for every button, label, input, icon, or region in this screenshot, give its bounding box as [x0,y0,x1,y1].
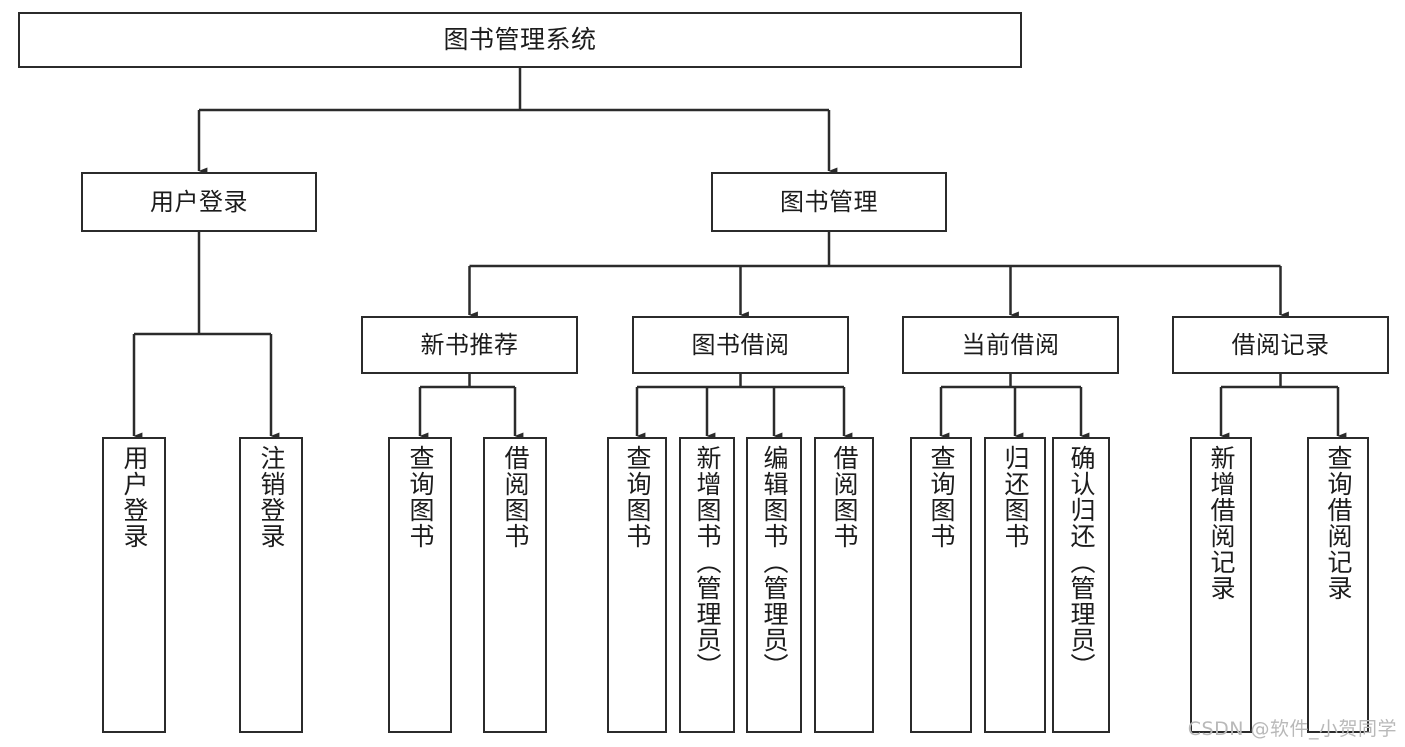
node-label: 图书管理 [780,187,878,216]
node-leaf12[interactable]: 新增借阅记录 [1190,437,1252,733]
node-label: 用户登录 [150,187,248,216]
node-leaf9[interactable]: 查询图书 [910,437,972,733]
node-leaf10[interactable]: 归还图书 [984,437,1046,733]
node-label: 查询图书 [927,445,956,549]
node-l2a[interactable]: 用户登录 [81,172,317,232]
node-leaf2[interactable]: 注销登录 [239,437,303,733]
node-label: 查询图书 [623,445,652,549]
node-label: 归还图书 [1001,445,1030,549]
node-label: 当前借阅 [961,330,1060,359]
node-leaf7[interactable]: 编辑图书（管理员） [746,437,802,733]
watermark-text: CSDN @软件_小贺同学 [1187,718,1397,740]
node-leaf11[interactable]: 确认归还（管理员） [1052,437,1110,733]
node-l2b[interactable]: 图书管理 [711,172,947,232]
node-label: 图书借阅 [691,330,790,359]
node-leaf13[interactable]: 查询借阅记录 [1307,437,1369,733]
node-label: 新书推荐 [420,330,519,359]
node-label: 用户登录 [120,445,149,549]
node-label: 借阅图书 [501,445,530,549]
node-l3d[interactable]: 借阅记录 [1172,316,1389,374]
node-label: 借阅记录 [1231,330,1330,359]
node-leaf3[interactable]: 查询图书 [388,437,452,733]
connector-edges [132,68,1347,440]
node-label: 新增借阅记录 [1207,445,1236,601]
node-label: 查询图书 [406,445,435,549]
node-label: 确认归还（管理员） [1067,445,1096,679]
node-l3b[interactable]: 图书借阅 [632,316,849,374]
node-label: 注销登录 [257,445,286,549]
node-label: 查询借阅记录 [1324,445,1353,601]
node-root[interactable]: 图书管理系统 [18,12,1022,68]
node-l3c[interactable]: 当前借阅 [902,316,1119,374]
node-leaf1[interactable]: 用户登录 [102,437,166,733]
node-label: 编辑图书（管理员） [760,445,789,679]
node-leaf5[interactable]: 查询图书 [607,437,667,733]
node-label: 新增图书（管理员） [693,445,722,679]
node-leaf4[interactable]: 借阅图书 [483,437,547,733]
node-leaf8[interactable]: 借阅图书 [814,437,874,733]
node-label: 借阅图书 [830,445,859,549]
node-label: 图书管理系统 [443,25,597,54]
node-leaf6[interactable]: 新增图书（管理员） [679,437,735,733]
node-l3a[interactable]: 新书推荐 [361,316,578,374]
